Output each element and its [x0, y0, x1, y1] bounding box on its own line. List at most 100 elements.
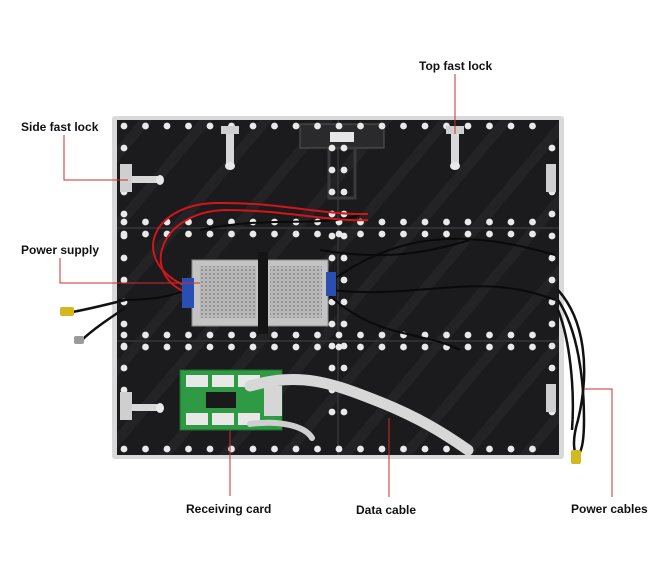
screw — [507, 230, 515, 238]
screw — [142, 230, 149, 238]
screw — [486, 122, 493, 130]
screw — [249, 343, 257, 351]
screw — [340, 364, 348, 372]
screw — [357, 445, 364, 453]
screw — [340, 320, 348, 328]
label-side-fast-lock: Side fast lock — [21, 120, 99, 134]
screw — [328, 342, 336, 350]
screw — [163, 445, 171, 453]
screw — [378, 122, 386, 130]
screw — [464, 122, 472, 130]
screw — [378, 343, 386, 351]
screw — [249, 122, 257, 130]
screw — [340, 232, 348, 240]
screw — [292, 445, 300, 453]
leader-power-supply — [59, 258, 200, 284]
screw — [507, 331, 515, 339]
screw — [228, 445, 235, 453]
screw — [340, 188, 348, 196]
screw — [142, 122, 149, 130]
screw — [328, 188, 336, 196]
screw — [206, 343, 214, 351]
screw — [357, 122, 364, 130]
screw — [271, 230, 278, 238]
screw — [120, 364, 128, 372]
screw — [335, 331, 343, 339]
screw — [314, 331, 321, 339]
screw — [142, 343, 149, 351]
screw — [378, 445, 386, 453]
screw — [548, 276, 556, 284]
side-fast-lock-lower — [120, 392, 164, 420]
screw — [548, 210, 556, 218]
power-supply-unit — [182, 252, 336, 334]
screw — [185, 343, 192, 351]
screw — [120, 218, 128, 226]
side-fast-lock-right-lower — [546, 384, 556, 412]
screw — [206, 122, 214, 130]
screw — [464, 218, 472, 226]
screw — [421, 122, 429, 130]
screw — [271, 343, 278, 351]
screw — [292, 343, 300, 351]
screw — [335, 122, 343, 130]
screw — [548, 254, 556, 262]
screw — [249, 331, 257, 339]
screw — [340, 276, 348, 284]
screw — [228, 343, 235, 351]
screw — [314, 230, 321, 238]
screw — [548, 144, 556, 152]
screw — [548, 320, 556, 328]
screw — [400, 122, 407, 130]
screw — [142, 331, 149, 339]
screw — [529, 230, 536, 238]
screw — [548, 342, 556, 350]
screw — [400, 445, 407, 453]
screw — [120, 386, 128, 394]
screw — [486, 343, 493, 351]
screw — [340, 254, 348, 262]
leader-power-cables — [584, 388, 613, 497]
power-cables-bundle — [556, 289, 586, 456]
screw — [486, 331, 493, 339]
screw — [464, 331, 472, 339]
screw — [328, 144, 336, 152]
screw — [507, 122, 515, 130]
screw — [421, 331, 429, 339]
screw — [529, 218, 536, 226]
side-fast-lock-right-upper — [546, 164, 556, 192]
screw — [340, 166, 348, 174]
screw — [529, 331, 536, 339]
handle-grip — [330, 132, 354, 142]
label-data-cable: Data cable — [356, 503, 417, 517]
screw — [340, 342, 348, 350]
screw — [292, 122, 300, 130]
screw — [292, 230, 300, 238]
screw — [120, 144, 128, 152]
screw — [120, 320, 128, 328]
screw — [443, 445, 450, 453]
label-receiving-card: Receiving card — [186, 502, 272, 516]
screw — [120, 210, 128, 218]
screw — [421, 218, 429, 226]
screw — [271, 331, 278, 339]
screw — [314, 122, 321, 130]
screw — [378, 218, 386, 226]
module-grid — [117, 120, 559, 455]
screw — [163, 122, 171, 130]
screw — [142, 218, 149, 226]
black-wires — [117, 214, 556, 351]
side-fast-lock-upper — [120, 164, 164, 192]
screw — [120, 232, 128, 240]
screw — [486, 445, 493, 453]
screw — [529, 343, 536, 351]
screw — [357, 331, 364, 339]
screw — [486, 230, 493, 238]
screw — [328, 254, 336, 262]
screw — [271, 122, 278, 130]
leader-side-fast-lock — [63, 135, 128, 181]
screw — [340, 298, 348, 306]
screw — [328, 232, 336, 240]
leader-lines — [59, 74, 613, 497]
